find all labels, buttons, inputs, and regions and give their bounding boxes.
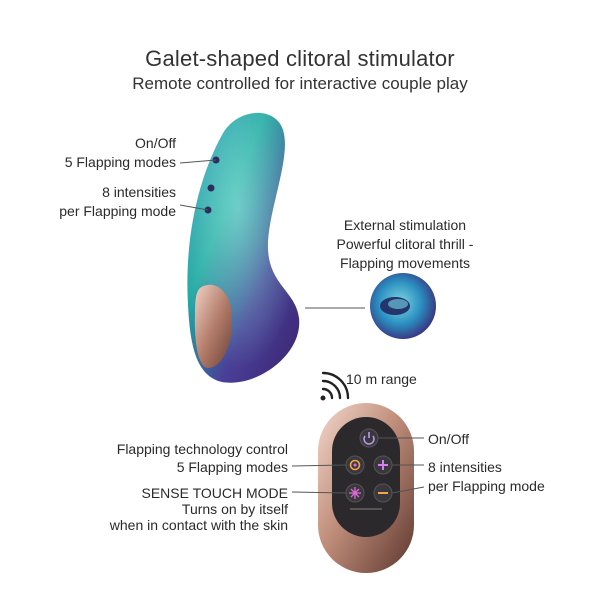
remote-modes-label: 5 Flapping modes bbox=[176, 459, 288, 475]
page-subtitle: Remote controlled for interactive couple… bbox=[132, 74, 468, 93]
device-intensities-label: 8 intensities bbox=[102, 184, 176, 200]
remote-intensity-up-button[interactable] bbox=[373, 455, 393, 475]
turns-on-label: Turns on by itself bbox=[181, 501, 288, 517]
remote-flapping-mode-button[interactable] bbox=[345, 455, 365, 475]
remote-intensity-down-button[interactable] bbox=[373, 483, 393, 503]
remote-per-flapping-mode-label: per Flapping mode bbox=[428, 478, 545, 494]
range-label: 10 m range bbox=[346, 371, 417, 387]
wireless-signal-icon bbox=[320, 371, 350, 401]
device-per-flapping-mode-label: per Flapping mode bbox=[59, 203, 176, 219]
intensity-up-button[interactable] bbox=[207, 184, 215, 192]
stimulation-head bbox=[370, 273, 436, 339]
remote-on-off-label: On/Off bbox=[428, 431, 469, 447]
remote-sense-touch-button[interactable] bbox=[345, 483, 365, 503]
stimulator-body bbox=[187, 112, 300, 383]
remote-leader-lines bbox=[291, 437, 425, 494]
external-stimulation-label: External stimulation bbox=[343, 217, 467, 233]
page-title: Galet-shaped clitoral stimulator bbox=[145, 46, 455, 71]
remote-on-off-button[interactable] bbox=[359, 428, 379, 448]
tech-control-label: Flapping technology control bbox=[116, 441, 288, 457]
remote-brand-mark bbox=[350, 508, 382, 510]
flapping-movements-label: Flapping movements bbox=[340, 255, 470, 271]
clitoral-thrill-label: Powerful clitoral thrill - bbox=[336, 236, 474, 252]
skin-contact-label: when in contact with the skin bbox=[109, 517, 288, 533]
remote-control bbox=[318, 403, 414, 573]
device-flapping-modes-label: 5 Flapping modes bbox=[64, 154, 176, 170]
remote-intensities-label: 8 intensities bbox=[428, 459, 502, 475]
device-leader-lines bbox=[179, 159, 365, 309]
device-on-off-label: On/Off bbox=[135, 135, 176, 151]
charging-panel bbox=[194, 284, 233, 368]
sense-touch-label: SENSE TOUCH MODE bbox=[141, 485, 288, 501]
